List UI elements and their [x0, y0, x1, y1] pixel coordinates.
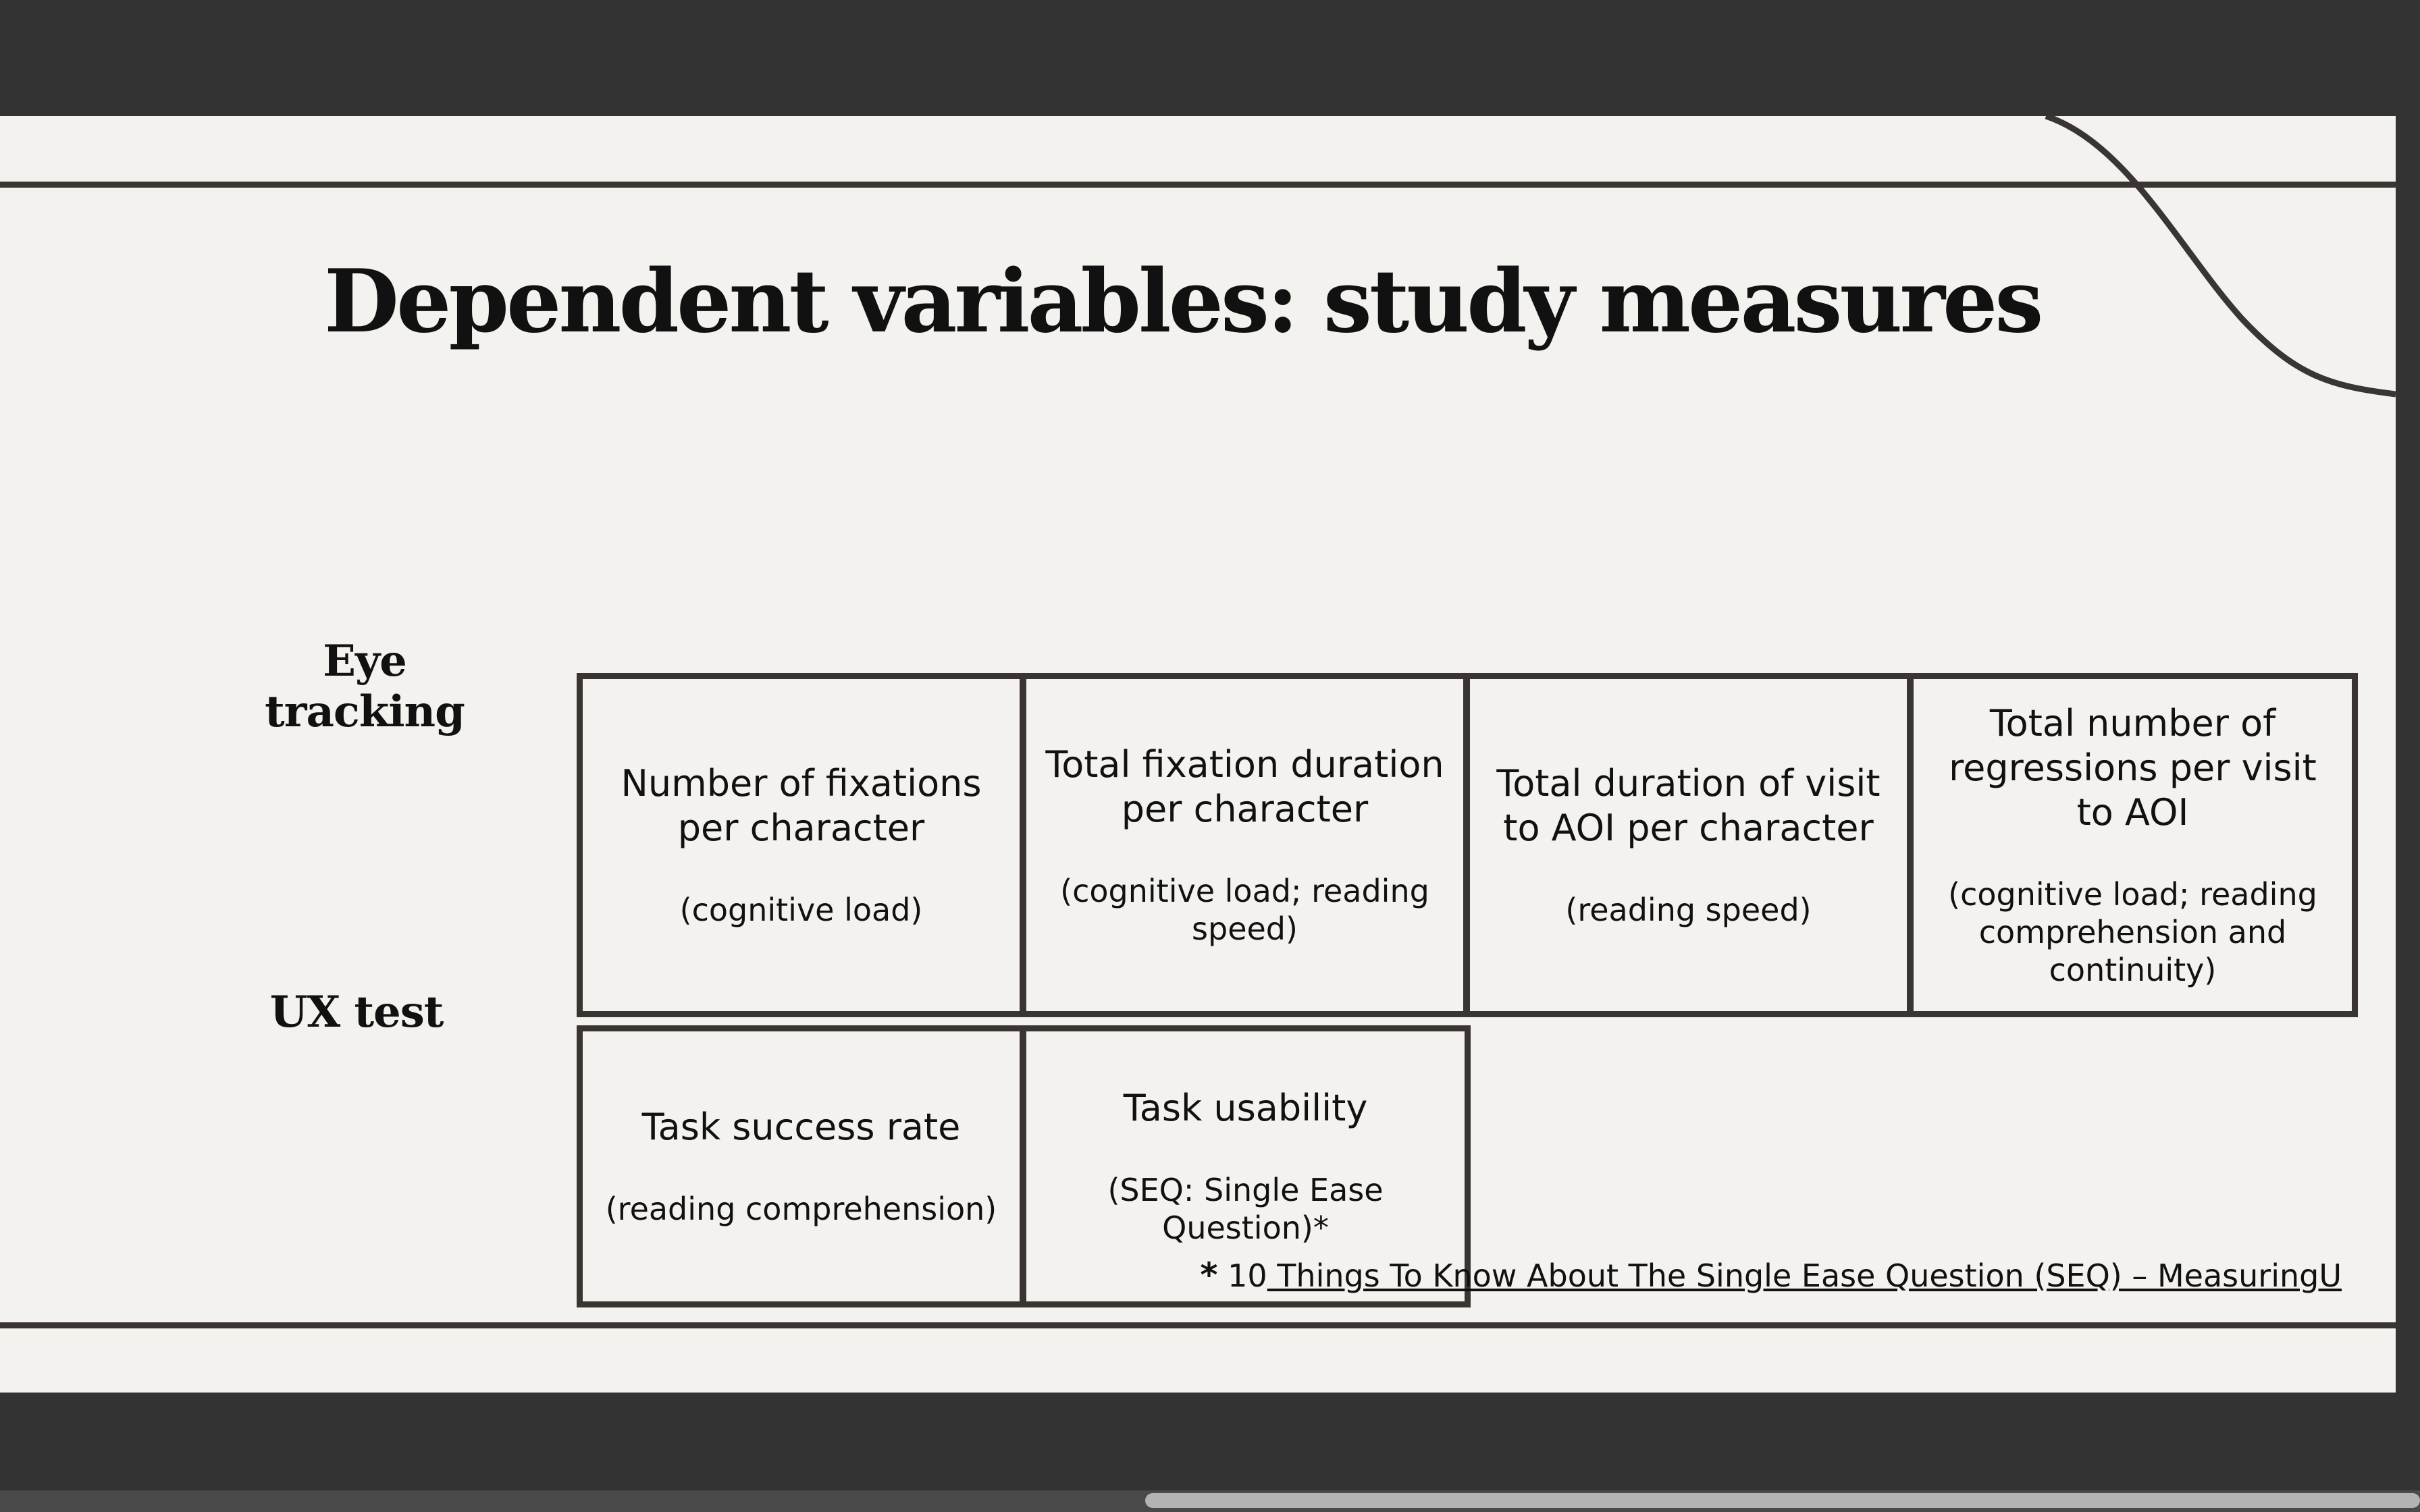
cell-measure: Total fixation duration per character [1045, 743, 1444, 830]
table-cell: Total fixation duration per character (c… [1020, 673, 1469, 1017]
slide: Dependent variables: study measures Eye … [0, 116, 2396, 1393]
table-cell: Total number of regressions per visit to… [1908, 673, 2358, 1017]
footnote-prefix: 10 [1228, 1258, 1267, 1294]
cell-construct: (reading speed) [1565, 892, 1812, 928]
row-label-eye-tracking: Eye tracking [265, 636, 465, 737]
table-cell: Task usability (SEQ: Single Ease Questio… [1020, 1025, 1471, 1307]
cell-construct: (cognitive load; reading comprehension a… [1948, 876, 2317, 988]
table-cell: Task success rate (reading comprehension… [577, 1025, 1026, 1307]
footnote: * 10 Things To Know About The Single Eas… [1200, 1256, 2342, 1295]
cell-construct: (cognitive load; reading speed) [1060, 873, 1429, 947]
cell-measure: Total number of regressions per visit to… [1949, 702, 2317, 834]
footnote-link[interactable]: Things To Know About The Single Ease Que… [1267, 1258, 2342, 1294]
cell-measure: Total duration of visit to AOI per chara… [1496, 762, 1880, 849]
row-label-ux-test: UX test [269, 987, 444, 1037]
cell-construct: (reading comprehension) [605, 1191, 997, 1227]
cell-measure: Task success rate [641, 1106, 961, 1148]
slide-title: Dependent variables: study measures [324, 251, 2043, 352]
bottom-divider [0, 1322, 2396, 1328]
cell-construct: (SEQ: Single Ease Question)* [1107, 1172, 1384, 1246]
cell-measure: Number of fixations per character [621, 762, 982, 849]
footnote-marker: * [1200, 1256, 1218, 1295]
decorative-curve [2045, 116, 2396, 398]
table-cell: Total duration of visit to AOI per chara… [1464, 673, 1913, 1017]
cell-measure: Task usability [1123, 1087, 1368, 1129]
top-divider [0, 182, 2396, 188]
table-cell: Number of fixations per character (cogni… [577, 673, 1026, 1017]
cell-construct: (cognitive load) [679, 892, 923, 928]
scrollbar-thumb[interactable] [1145, 1493, 2420, 1508]
